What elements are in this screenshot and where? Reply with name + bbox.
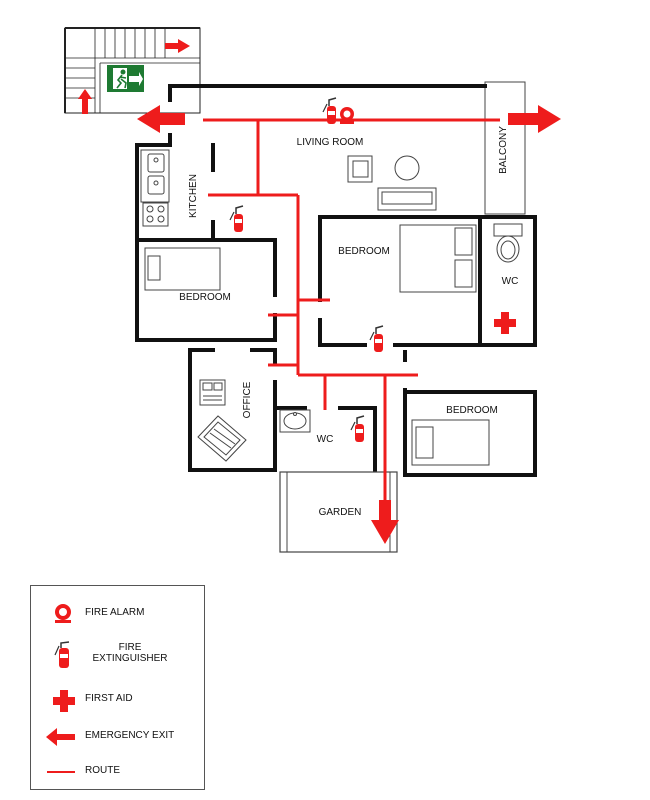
first-aid-icon bbox=[494, 312, 516, 334]
emergency-exit-arrow-icon bbox=[137, 105, 185, 133]
room-label-bedroom: BEDROOM bbox=[179, 292, 231, 303]
bed-icon bbox=[144, 247, 221, 291]
legend-item-emergency-exit: EMERGENCY EXIT bbox=[31, 723, 206, 751]
stair-up-arrow-icon bbox=[78, 89, 92, 114]
fire-extinguisher-icon bbox=[54, 641, 70, 668]
desk-phone-icon bbox=[199, 379, 226, 406]
route-lines bbox=[203, 118, 500, 520]
legend-label: EMERGENCY EXIT bbox=[85, 730, 175, 741]
emergency-exit-arrow-icon bbox=[46, 728, 75, 746]
legend-item-fire-alarm: FIRE ALARM bbox=[31, 600, 206, 628]
fire-alarm-icon bbox=[340, 107, 354, 124]
toilet-icon bbox=[493, 223, 523, 263]
legend-label: EXTINGUISHER bbox=[92, 653, 168, 664]
legend-item-route: ROUTE bbox=[31, 758, 206, 786]
fire-extinguisher-icon bbox=[350, 415, 365, 442]
legend-label: FIRE ALARM bbox=[85, 607, 145, 618]
kitchen-sink-icon bbox=[140, 149, 170, 203]
legend-label: ROUTE bbox=[85, 765, 120, 776]
first-aid-icon bbox=[53, 690, 75, 712]
fire-alarm-icon bbox=[55, 604, 71, 623]
legend-item-fire-extinguisher: FIRE EXTINGUISHER bbox=[31, 641, 206, 669]
emergency-exit-arrow-icon bbox=[508, 105, 561, 133]
room-label-kitchen: KITCHEN bbox=[188, 174, 199, 218]
route-line-icon bbox=[47, 771, 75, 773]
room-label-bedroom: BEDROOM bbox=[446, 405, 498, 416]
bed-icon bbox=[399, 224, 477, 293]
fire-extinguisher-icon bbox=[369, 325, 384, 352]
fire-extinguisher-icon bbox=[322, 97, 337, 124]
room-label-living-room: LIVING ROOM bbox=[297, 137, 364, 148]
balcony-outline bbox=[484, 81, 526, 215]
legend-label: FIRE bbox=[118, 642, 142, 653]
legend-item-first-aid: FIRST AID bbox=[31, 686, 206, 714]
garden-outline bbox=[279, 471, 398, 553]
walls bbox=[135, 84, 537, 477]
legend: FIRE ALARM FIRE EXTINGUISHER FIRST AID E… bbox=[30, 585, 205, 790]
computer-icon bbox=[197, 415, 247, 462]
room-label-bedroom: BEDROOM bbox=[338, 246, 390, 257]
sofa-icon bbox=[377, 187, 437, 211]
room-label-garden: GARDEN bbox=[319, 507, 362, 518]
stove-icon bbox=[142, 202, 169, 227]
room-label-wc: WC bbox=[317, 434, 334, 445]
table-icon bbox=[394, 155, 420, 181]
room-label-office: OFFICE bbox=[242, 381, 253, 418]
armchair-icon bbox=[347, 155, 373, 183]
legend-label-group: FIRE EXTINGUISHER bbox=[85, 642, 175, 664]
stair-right-arrow-icon bbox=[165, 39, 190, 53]
room-label-wc: WC bbox=[502, 276, 519, 287]
legend-label: FIRST AID bbox=[85, 693, 133, 704]
room-label-balcony: BALCONY bbox=[498, 126, 509, 174]
bed-icon bbox=[411, 419, 490, 466]
exit-sign-icon bbox=[107, 65, 144, 92]
washbasin-icon bbox=[279, 409, 311, 433]
fire-extinguisher-icon bbox=[229, 205, 244, 232]
emergency-exit-arrow-icon bbox=[371, 500, 399, 544]
